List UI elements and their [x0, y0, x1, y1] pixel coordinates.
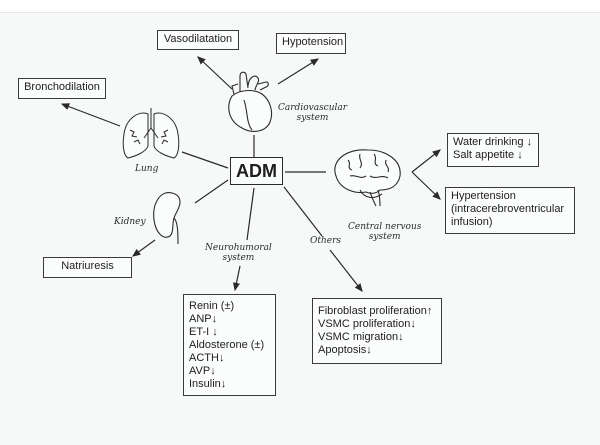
- others-item-apoptosis: Apoptosis↓: [318, 344, 372, 356]
- lung-icon: [122, 108, 180, 159]
- effect-salt-appetite: Salt appetite ↓: [453, 149, 523, 161]
- lung-label: Lung: [135, 164, 159, 174]
- arrow-bronchodilation: [60, 103, 121, 127]
- arrow-others: [329, 249, 363, 292]
- hypertension-line1: Hypertension: [451, 190, 516, 202]
- effect-hypotension: Hypotension: [276, 33, 346, 54]
- cardiovascular-label-line2: system: [296, 113, 329, 123]
- neurohumoral-item-et1: ET-I ↓: [189, 326, 218, 338]
- neurohumoral-label-line1: Neurohumoral: [205, 243, 272, 253]
- neurohumoral-label: Neurohumoral system: [205, 243, 272, 263]
- neurohumoral-item-anp: ANP↓: [189, 313, 218, 325]
- others-item-fibroblast: Fibroblast proliferation↑: [318, 305, 433, 317]
- page-top-margin: [0, 0, 600, 13]
- neurohumoral-item-avp: AVP↓: [189, 365, 216, 377]
- line-adm-kidney: [194, 179, 229, 204]
- effect-water-drinking: Water drinking ↓: [453, 136, 533, 148]
- arrow-hypotension: [277, 58, 320, 85]
- brain-icon: [334, 149, 401, 207]
- neurohumoral-item-acth: ACTH↓: [189, 352, 225, 364]
- hypertension-line2: (intracerebroventricular: [451, 203, 565, 215]
- arrow-hypertension: [411, 171, 441, 200]
- cns-label: Central nervous system: [348, 222, 421, 242]
- line-adm-neurohumoral: [246, 187, 255, 241]
- line-adm-lung: [181, 151, 229, 169]
- neurohumoral-item-renin: Renin (±): [189, 300, 235, 312]
- arrow-neurohumoral: [232, 265, 241, 292]
- cardiovascular-label: Cardiovascular system: [278, 103, 347, 123]
- cns-label-line1: Central nervous: [348, 222, 422, 232]
- others-item-vsmc-proliferation: VSMC proliferation↓: [318, 318, 416, 330]
- arrow-vasodilatation: [197, 56, 233, 90]
- effect-vasodilatation: Vasodilatation: [157, 30, 239, 50]
- others-item-vsmc-migration: VSMC migration↓: [318, 331, 404, 343]
- hypertension-line3: infusion): [451, 216, 493, 228]
- effect-bronchodilation: Bronchodilation: [18, 78, 106, 99]
- others-label: Others: [310, 236, 342, 246]
- neurohumoral-item-insulin: Insulin↓: [189, 378, 227, 390]
- effect-natriuresis: Natriuresis: [43, 257, 132, 278]
- kidney-label: Kidney: [114, 217, 146, 227]
- kidney-icon: [153, 192, 181, 245]
- neurohumoral-item-aldosterone: Aldosterone (±): [189, 339, 265, 351]
- effect-others: Fibroblast proliferation↑ VSMC prolifera…: [312, 298, 442, 364]
- effect-hypertension: Hypertension (intracerebroventricular in…: [445, 187, 575, 234]
- cardiovascular-label-line1: Cardiovascular: [278, 103, 348, 113]
- effect-neurohumoral: Renin (±) ANP↓ ET-I ↓ Aldosterone (±) AC…: [183, 294, 276, 396]
- effect-cns-behavior: Water drinking ↓ Salt appetite ↓: [447, 133, 539, 167]
- neurohumoral-label-line2: system: [222, 253, 255, 263]
- heart-icon: [228, 71, 273, 132]
- arrow-natriuresis: [132, 239, 156, 257]
- cns-label-line2: system: [368, 232, 401, 242]
- line-adm-others: [283, 186, 323, 237]
- arrow-cns-behavior: [411, 149, 441, 173]
- adm-node: ADM: [230, 157, 283, 185]
